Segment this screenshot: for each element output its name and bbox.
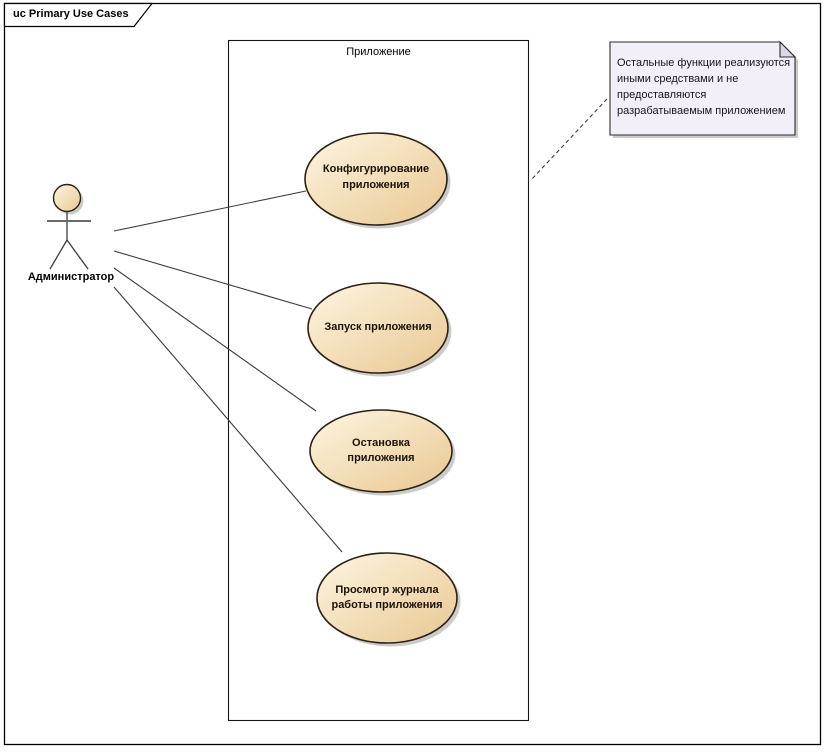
system-boundary-label: Приложение [346, 46, 411, 58]
diagram-frame [3, 2, 822, 746]
ellipse [304, 132, 448, 226]
use-case-configure-app [304, 132, 451, 229]
note-text-line: предоставляются [617, 89, 707, 101]
actor-head [52, 183, 82, 213]
connector-actor-stop [113, 267, 317, 412]
use-case-start-app [307, 282, 452, 377]
connector-actor-viewlog [113, 286, 343, 553]
note-shape [609, 40, 798, 138]
note-body [609, 41, 796, 136]
connector-actor-start [113, 250, 313, 310]
use-case-view-log [316, 552, 461, 647]
connector-actor-configure [113, 190, 307, 232]
ellipse [316, 552, 458, 644]
ellipse [307, 282, 449, 374]
ellipse [309, 409, 453, 493]
actor-left-leg [49, 239, 68, 270]
use-case-label-configure: Конфигурирование приложения [322, 163, 430, 191]
use-case-label-viewlog: Просмотр журнала работы приложения [331, 584, 443, 611]
frame-title: uc Primary Use Cases [13, 8, 129, 20]
note-text-line: иными средствами и не [617, 73, 739, 85]
note-text-line: Остальные функции реализуются [617, 57, 791, 69]
use-case-label-stop: Остановка приложения [347, 437, 415, 464]
note-text-line: разрабатываемым приложением [617, 105, 786, 117]
actor-right-leg [66, 239, 89, 270]
actor-label: Администратор [27, 271, 115, 283]
actor-figure [47, 183, 91, 270]
use-case-label-start: Запуск приложения [324, 321, 432, 333]
use-case-stop-app [309, 409, 456, 496]
note-text: Остальные функции реализуются иными сред… [617, 55, 793, 119]
note-fold-corner [779, 40, 797, 58]
diagram-frame-tab [3, 2, 154, 28]
connector-note-dashed [530, 98, 608, 181]
